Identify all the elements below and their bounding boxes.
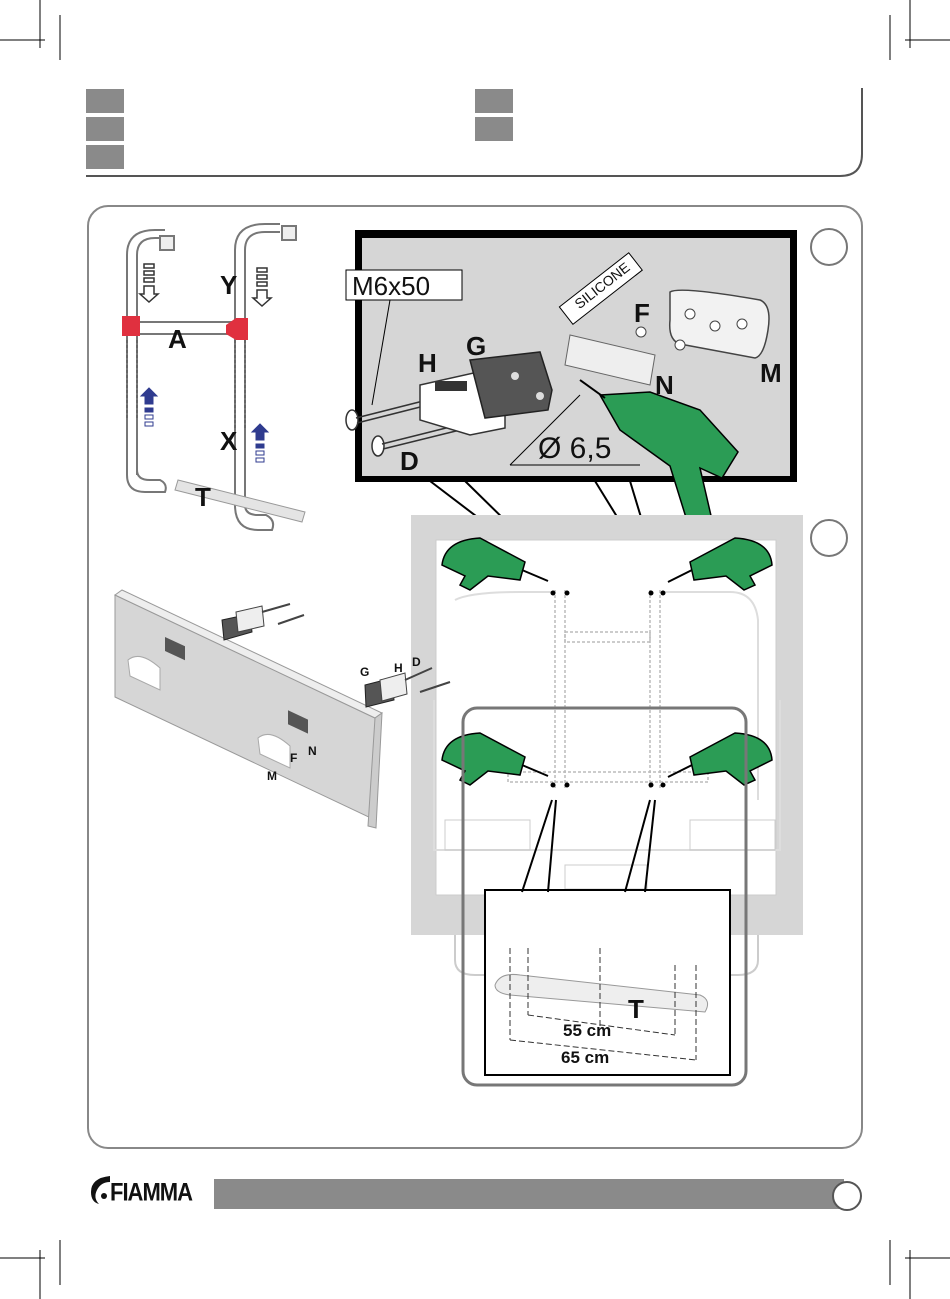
label-small-N: N: [308, 745, 317, 757]
red-connector-left: [122, 316, 140, 336]
label-M: M: [760, 360, 782, 386]
screw-size-label: M6x50: [352, 273, 430, 299]
label-N: N: [655, 372, 674, 398]
label-H: H: [418, 350, 437, 376]
arrow-down-2: [253, 268, 271, 306]
label-G: G: [466, 333, 486, 359]
step-circle-1: [811, 229, 847, 265]
label-A: A: [168, 326, 187, 352]
label-small-M: M: [267, 770, 277, 782]
dimension-55: 55 cm: [563, 1022, 611, 1039]
plates-top: [222, 604, 304, 640]
label-F: F: [634, 300, 650, 326]
ladder-parts: [127, 224, 296, 530]
arrow-up-1: [141, 388, 157, 426]
label-D: D: [400, 448, 419, 474]
label-Y: Y: [220, 272, 237, 298]
arrow-down-1: [140, 264, 158, 302]
label-small-D: D: [412, 656, 421, 668]
footer-bar: [214, 1179, 844, 1209]
label-small-F: F: [290, 752, 297, 764]
label-X: X: [220, 428, 237, 454]
label-small-H: H: [394, 662, 403, 674]
diameter-label: Ø 6,5: [538, 434, 611, 464]
brand-logo: FIAMMA: [110, 1180, 192, 1205]
dimension-65: 65 cm: [561, 1049, 609, 1066]
step-circle-2: [811, 520, 847, 556]
arrow-up-2: [252, 424, 268, 462]
label-bar-T: T: [628, 996, 644, 1022]
page-number-circle: [832, 1181, 862, 1211]
label-small-G: G: [360, 666, 369, 678]
label-T: T: [195, 484, 211, 510]
